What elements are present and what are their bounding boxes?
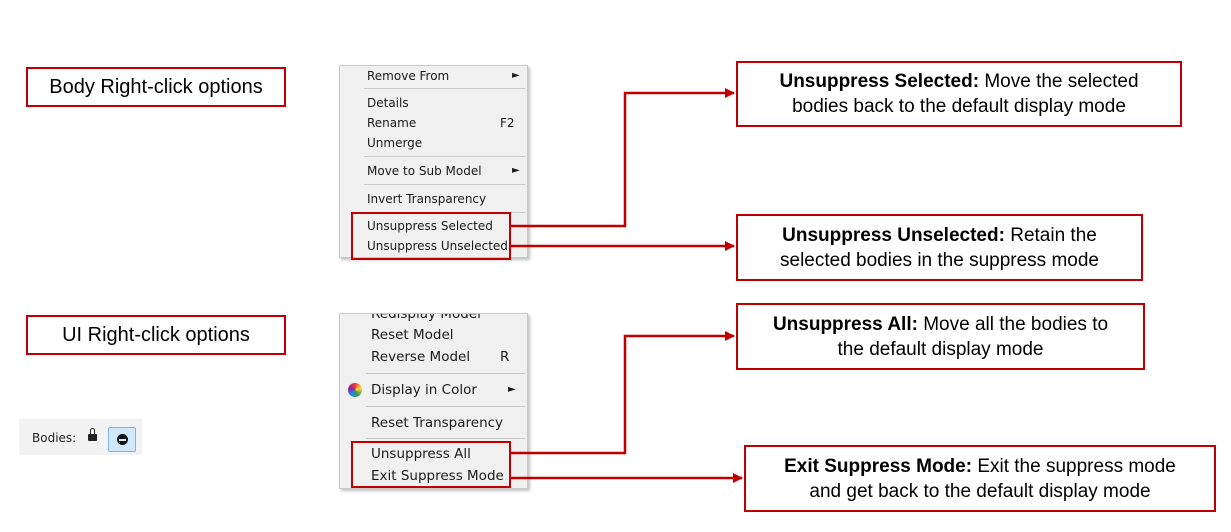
suppress-icon <box>117 434 128 445</box>
menu-separator <box>364 88 525 89</box>
menu-item-label: Remove From <box>367 69 450 83</box>
callout-title: Unsuppress Selected: <box>779 71 980 92</box>
body-right-click-label-text: Body Right-click options <box>49 75 263 98</box>
arrow-unsuppress-selected <box>511 88 735 228</box>
callout-text: Exit the suppress mode <box>972 455 1176 477</box>
menu-separator <box>364 156 525 157</box>
ui-right-click-label-text: UI Right-click options <box>62 323 250 346</box>
submenu-arrow-icon: ► <box>512 165 520 176</box>
suppress-mode-highlight-box <box>351 441 511 488</box>
menu-item-unsuppress-unselected[interactable]: Unsuppress Unselected <box>340 238 527 256</box>
bodies-toolbar: Bodies: <box>19 419 142 455</box>
menu-separator <box>366 406 525 407</box>
menu-item-unmerge[interactable]: Unmerge <box>340 135 527 153</box>
callout-text: Move the selected <box>979 71 1139 92</box>
menu-item-label: Reverse Model <box>371 349 471 365</box>
menu-item-reset-model[interactable]: Reset Model <box>340 326 527 345</box>
arrow-unsuppress-all <box>511 331 735 455</box>
submenu-arrow-icon: ► <box>512 70 520 81</box>
callout-text: bodies back to the default display mode <box>792 96 1126 117</box>
callout-text: selected bodies in the suppress mode <box>780 249 1099 271</box>
menu-separator <box>364 184 525 185</box>
menu-item-exit-suppress-mode[interactable]: Exit Suppress Mode <box>340 467 527 486</box>
lock-icon[interactable] <box>88 428 97 441</box>
body-right-click-label: Body Right-click options <box>26 67 286 107</box>
menu-item-label: Reset Model <box>371 327 454 343</box>
menu-item-label: Display in Color <box>371 382 477 398</box>
menu-separator <box>366 373 525 374</box>
menu-item-label: Exit Suppress Mode <box>371 468 504 484</box>
menu-item-label: Details <box>367 96 409 110</box>
menu-separator <box>366 438 525 439</box>
callout-unsuppress-selected: Unsuppress Selected: Move the selected b… <box>736 61 1182 127</box>
menu-item-details[interactable]: Details <box>340 95 527 113</box>
suppress-mode-button[interactable] <box>108 427 136 452</box>
menu-item-label: Unsuppress Unselected <box>367 239 508 253</box>
menu-item-unsuppress-all[interactable]: Unsuppress All <box>340 445 527 464</box>
callout-title: Unsuppress Unselected: <box>782 224 1005 246</box>
menu-item-invert-transparency[interactable]: Invert Transparency <box>340 191 527 209</box>
unsuppress-highlight-box <box>351 212 511 260</box>
menu-item-label: Reset Transparency <box>371 415 504 431</box>
menu-item-label: Unmerge <box>367 136 423 150</box>
menu-item-rename[interactable]: Rename F2 <box>340 115 527 133</box>
callout-unsuppress-unselected: Unsuppress Unselected: Retain the select… <box>736 214 1143 281</box>
callout-text: Move all the bodies to <box>917 313 1109 335</box>
color-wheel-icon <box>348 383 362 397</box>
ui-context-menu: Redisplay Model Reset Model Reverse Mode… <box>339 313 528 489</box>
menu-item-shortcut: R <box>500 349 510 365</box>
callout-exit-suppress-mode: Exit Suppress Mode: Exit the suppress mo… <box>744 445 1216 512</box>
menu-item-redisplay-model[interactable]: Redisplay Model <box>340 313 527 323</box>
callout-text: Retain the <box>1004 224 1097 246</box>
callout-unsuppress-all: Unsuppress All: Move all the bodies to t… <box>736 303 1145 370</box>
menu-item-unsuppress-selected[interactable]: Unsuppress Selected <box>340 218 527 236</box>
callout-title: Exit Suppress Mode: <box>784 455 973 477</box>
menu-item-label: Rename <box>367 116 417 130</box>
ui-right-click-label: UI Right-click options <box>26 315 286 355</box>
callout-title: Unsuppress All: <box>772 313 918 335</box>
menu-item-label: Unsuppress Selected <box>367 219 493 233</box>
bodies-label: Bodies: <box>32 431 77 445</box>
menu-item-label: Move to Sub Model <box>367 164 482 178</box>
menu-item-label: Redisplay Model <box>371 313 481 322</box>
menu-item-display-in-color[interactable]: Display in Color ► <box>340 381 527 400</box>
body-context-menu: Remove From ► Details Rename F2 Unmerge … <box>339 65 528 258</box>
menu-item-label: Invert Transparency <box>367 192 487 206</box>
menu-item-move-to-sub-model[interactable]: Move to Sub Model ► <box>340 163 527 181</box>
menu-item-reverse-model[interactable]: Reverse Model R <box>340 348 527 367</box>
menu-item-shortcut: F2 <box>500 116 515 130</box>
callout-text: and get back to the default display mode <box>809 480 1151 502</box>
callout-text: the default display mode <box>837 338 1044 360</box>
menu-item-remove-from[interactable]: Remove From ► <box>340 68 527 86</box>
submenu-arrow-icon: ► <box>508 384 516 395</box>
menu-item-reset-transparency[interactable]: Reset Transparency <box>340 414 527 433</box>
menu-item-label: Unsuppress All <box>371 446 471 462</box>
